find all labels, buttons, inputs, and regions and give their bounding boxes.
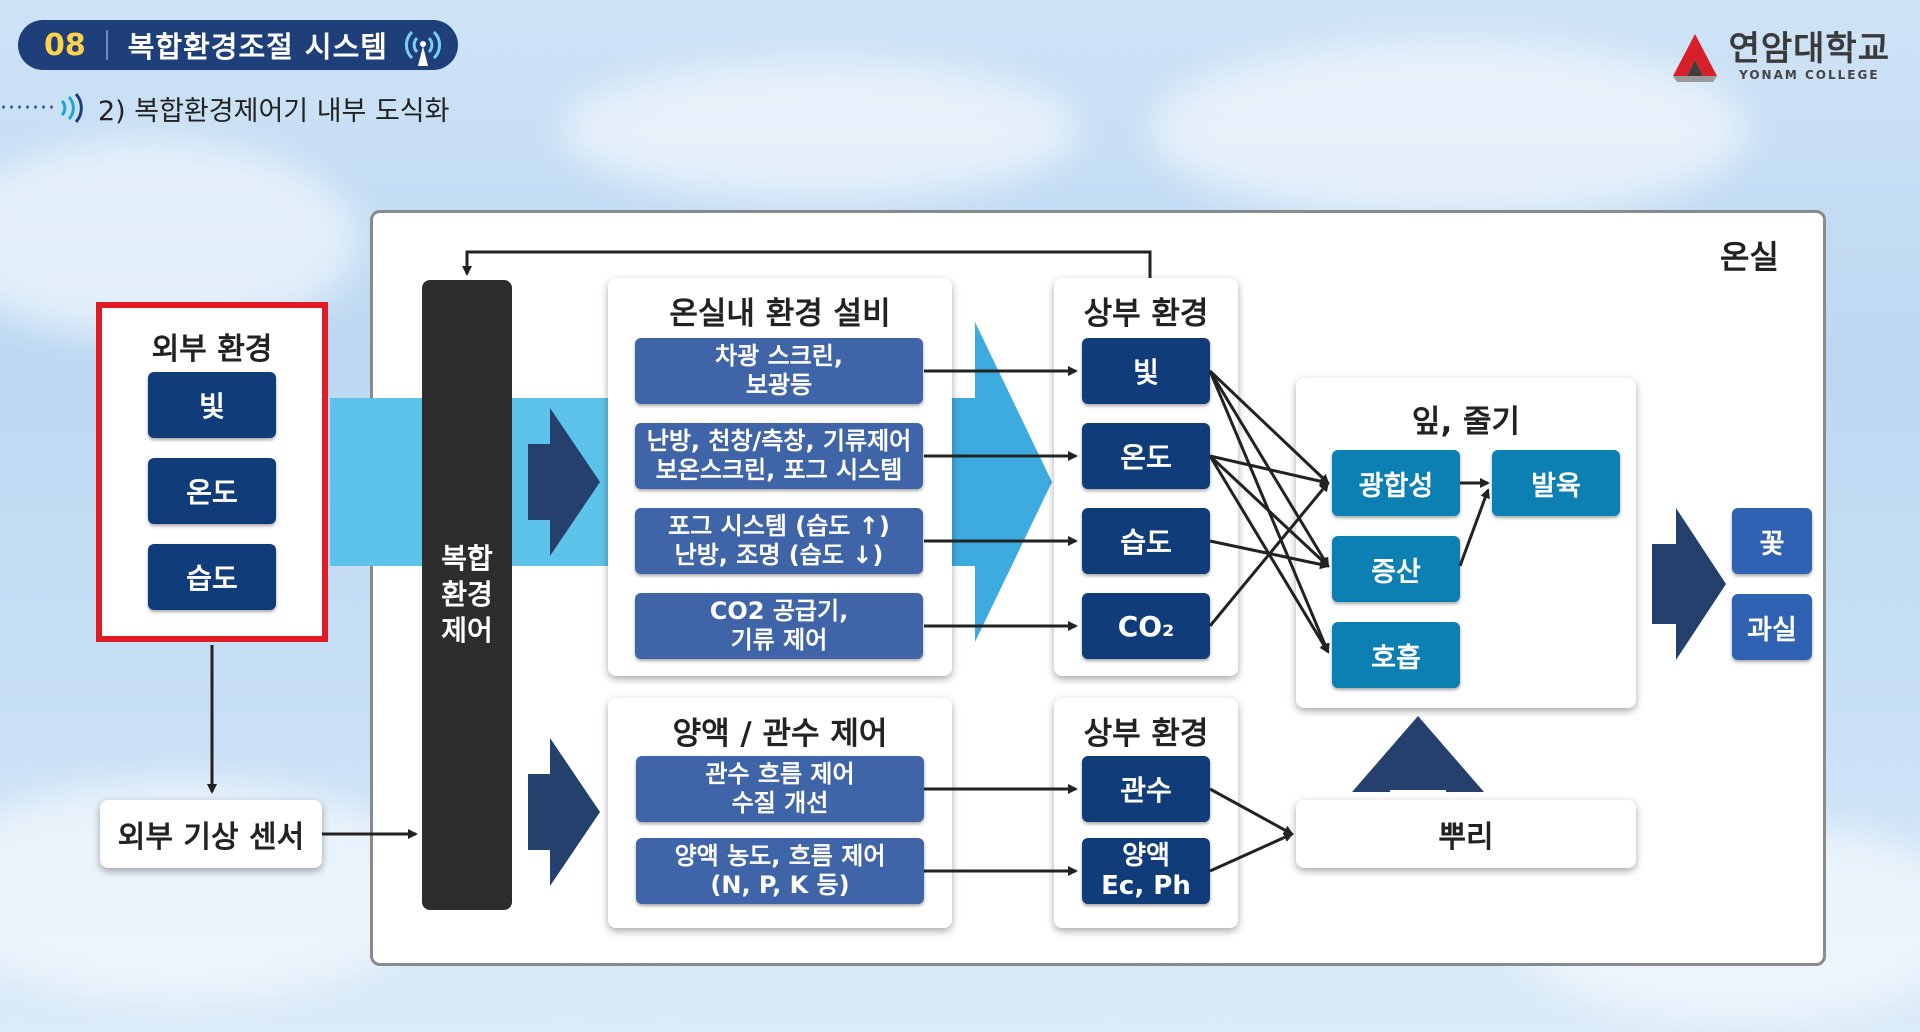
logo-mark-icon <box>1672 34 1717 82</box>
subtitle-text: 2) 복합환경제어기 내부 도식화 <box>97 95 450 127</box>
facilities-title: 온실내 환경 설비 <box>669 296 891 332</box>
shading-screen-box: 차광 스크린, 보광등 <box>635 338 923 404</box>
irrigation-flow-box: 관수 흐름 제어 수질 개선 <box>636 756 924 822</box>
college-logo: 연암대학교 YONAM COLLEGE <box>1669 26 1890 86</box>
upper-env-card-2: 상부 환경 관수 양액 Ec, Ph <box>1054 698 1238 928</box>
nutrient-concentration-box: 양액 농도, 흐름 제어 (N, P, K 등) <box>636 838 924 904</box>
leaf-stem-card: 잎, 줄기 광합성 증산 호흡 발육 <box>1296 378 1636 708</box>
upper-env-2-title: 상부 환경 <box>1083 716 1209 752</box>
external-light-box: 빛 <box>148 372 276 438</box>
nutrient-title: 양액 / 관수 제어 <box>672 716 888 752</box>
co2-supply-box: CO2 공급기, 기류 제어 <box>635 593 923 659</box>
weather-sensor-box: 외부 기상 센서 <box>100 800 322 868</box>
facilities-card: 온실내 환경 설비 차광 스크린, 보광등 난방, 천창/측창, 기류제어 보온… <box>608 278 952 676</box>
upper-light-box: 빛 <box>1082 338 1210 404</box>
external-temperature-box: 온도 <box>148 458 276 524</box>
photosynthesis-box: 광합성 <box>1332 450 1460 516</box>
external-env-box: 외부 환경 빛 온도 습도 <box>96 302 328 642</box>
sound-wave-icon <box>60 93 83 123</box>
complex-env-controller: 복합 환경 제어 <box>422 280 512 910</box>
respiration-box: 호흡 <box>1332 622 1460 688</box>
section-number: 08 <box>44 27 86 63</box>
leaf-stem-title: 잎, 줄기 <box>1411 404 1521 440</box>
section-title: 복합환경조절 시스템 <box>127 30 388 64</box>
section-badge: 08 복합환경조절 시스템 <box>18 20 458 70</box>
greenhouse-label: 온실 <box>1720 238 1779 276</box>
upper-env-title: 상부 환경 <box>1083 296 1209 332</box>
fruit-box: 과실 <box>1732 594 1812 660</box>
root-box: 뿌리 <box>1296 800 1636 868</box>
signal-icon <box>405 30 441 66</box>
transpiration-box: 증산 <box>1332 536 1460 602</box>
irrigation-box: 관수 <box>1082 756 1210 822</box>
fog-system-box: 포그 시스템 (습도 ↑) 난방, 조명 (습도 ↓) <box>635 508 923 574</box>
nutrient-ec-ph-box: 양액 Ec, Ph <box>1082 838 1210 904</box>
upper-temperature-box: 온도 <box>1082 423 1210 489</box>
badge-divider <box>105 30 108 60</box>
upper-humidity-box: 습도 <box>1082 508 1210 574</box>
growth-box: 발육 <box>1492 450 1620 516</box>
external-humidity-box: 습도 <box>148 544 276 610</box>
nutrient-card: 양액 / 관수 제어 관수 흐름 제어 수질 개선 양액 농도, 흐름 제어 (… <box>608 698 952 928</box>
upper-env-card: 상부 환경 빛 온도 습도 CO₂ <box>1054 278 1238 676</box>
flower-box: 꽃 <box>1732 508 1812 574</box>
logo-name-en: YONAM COLLEGE <box>1739 68 1880 82</box>
heating-vent-box: 난방, 천창/측창, 기류제어 보온스크린, 포그 시스템 <box>635 423 923 489</box>
logo-name-ko: 연암대학교 <box>1728 29 1890 69</box>
external-env-title: 외부 환경 <box>151 332 273 367</box>
upper-co2-box: CO₂ <box>1082 593 1210 659</box>
subtitle-row: ······· 2) 복합환경제어기 내부 도식화 <box>0 90 450 127</box>
subtitle-dots: ······· <box>0 95 56 121</box>
